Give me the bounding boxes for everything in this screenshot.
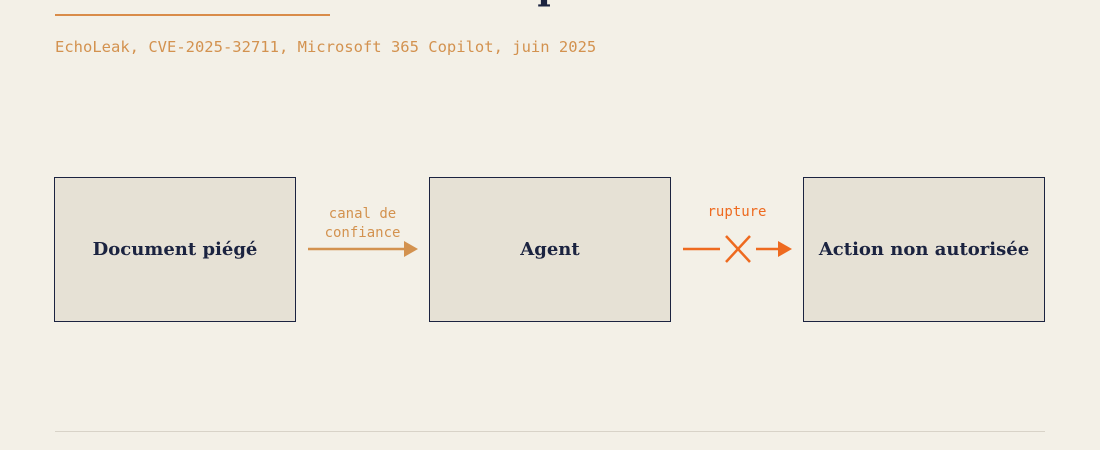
trusted-arrow-head bbox=[404, 241, 418, 257]
node-agent: Agent bbox=[429, 177, 671, 322]
node-action: Action non autorisée bbox=[803, 177, 1045, 322]
broken-arrow-head bbox=[778, 241, 792, 257]
node-action-label: Action non autorisée bbox=[818, 239, 1030, 260]
trusted-arrow bbox=[308, 241, 418, 257]
title-clip: p bbox=[0, 0, 1100, 7]
node-document: Document piégé bbox=[54, 177, 296, 322]
edge-broken-label: rupture bbox=[707, 204, 767, 220]
broken-arrow bbox=[683, 235, 792, 263]
page-title: p bbox=[0, 0, 1100, 7]
cross-icon-stroke-2 bbox=[725, 235, 751, 263]
node-agent-label: Agent bbox=[520, 239, 580, 260]
edge-trusted-label: canal de confiance bbox=[324, 206, 401, 241]
subtitle: EchoLeak, CVE-2025-32711, Microsoft 365 … bbox=[55, 38, 597, 56]
node-document-label: Document piégé bbox=[92, 239, 258, 260]
accent-rule bbox=[55, 14, 330, 16]
footer-divider bbox=[55, 431, 1045, 432]
